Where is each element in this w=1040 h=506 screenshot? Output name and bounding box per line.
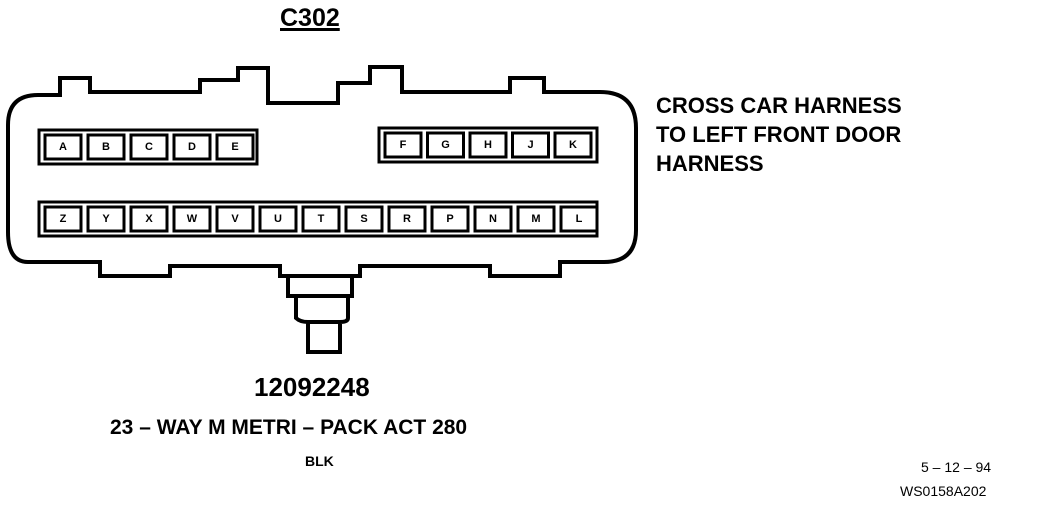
connector-latch [286, 276, 354, 354]
pin-label: A [59, 141, 67, 153]
pin-label: L [576, 213, 583, 225]
pin-cavity [426, 131, 465, 159]
pin-cavity [344, 205, 384, 233]
pin-w: W [172, 205, 212, 233]
pin-label: P [446, 213, 453, 225]
pin-r: R [387, 205, 427, 233]
pin-cavity [215, 133, 255, 161]
part-number-label: 12092248 [254, 372, 370, 402]
pin-label: Z [60, 213, 67, 225]
pin-j: J [511, 131, 550, 159]
date-code-label: 5 – 12 – 94 [921, 459, 992, 475]
pin-cavity [86, 133, 126, 161]
pin-label: F [400, 139, 407, 151]
pin-label: S [360, 213, 367, 225]
pin-label: B [102, 141, 110, 153]
pin-cavity [301, 205, 341, 233]
pin-cavity [473, 205, 513, 233]
pin-cavity [258, 205, 298, 233]
pin-label: X [145, 213, 153, 225]
pin-group-top-right [377, 126, 599, 164]
pin-n: N [473, 205, 513, 233]
pin-cavity [172, 205, 212, 233]
pin-v: V [215, 205, 255, 233]
pin-e: E [215, 133, 255, 161]
description-line-1: CROSS CAR HARNESS [656, 93, 902, 118]
pin-cavity [559, 205, 599, 233]
pin-label: D [188, 141, 196, 153]
pin-cavity [129, 205, 169, 233]
pin-x: X [129, 205, 169, 233]
pin-layer: A B C D E F G H J K Z Y X W V U T S R P N M L [37, 126, 599, 238]
connector-housing [6, 65, 638, 278]
pin-b: B [86, 133, 126, 161]
pin-p: P [430, 205, 470, 233]
pin-cavity [43, 133, 83, 161]
pin-cavity [387, 205, 427, 233]
pin-l: L [559, 205, 599, 233]
pin-label: G [441, 139, 450, 151]
pin-group-top-left [37, 128, 259, 166]
pin-c: C [129, 133, 169, 161]
pin-y: Y [86, 205, 126, 233]
pin-s: S [344, 205, 384, 233]
pin-d: D [172, 133, 212, 161]
figure-id-label: WS0158A202 [900, 483, 987, 499]
pin-label: W [187, 213, 198, 225]
pin-label: V [231, 213, 239, 225]
pin-cavity [516, 205, 556, 233]
pin-h: H [468, 131, 508, 159]
pin-label: U [274, 213, 282, 225]
pin-label: Y [102, 213, 110, 225]
pin-cavity [511, 131, 550, 159]
pin-u: U [258, 205, 298, 233]
pin-label: H [484, 139, 492, 151]
pin-cavity [172, 133, 212, 161]
pin-cavity [430, 205, 470, 233]
pin-label: R [403, 213, 411, 225]
pin-cavity [468, 131, 508, 159]
pin-cavity [383, 131, 423, 159]
connector-color-label: BLK [305, 453, 334, 469]
pin-label: M [531, 213, 540, 225]
pin-z: Z [43, 205, 83, 233]
pin-m: M [516, 205, 556, 233]
pin-label: T [318, 213, 325, 225]
pin-g: G [426, 131, 465, 159]
pin-a: A [43, 133, 83, 161]
connector-type-label: 23 – WAY M METRI – PACK ACT 280 [110, 416, 468, 439]
connector-id-label: C302 [280, 4, 340, 32]
pin-f: F [383, 131, 423, 159]
pin-cavity [43, 205, 83, 233]
pin-cavity [129, 133, 169, 161]
pin-t: T [301, 205, 341, 233]
pin-label: E [231, 141, 238, 153]
pin-cavity [553, 131, 593, 159]
pin-cavity [86, 205, 126, 233]
pin-label: C [145, 141, 153, 153]
pin-label: K [569, 139, 577, 151]
pin-label: N [489, 213, 497, 225]
description-line-3: HARNESS [656, 151, 764, 176]
pin-k: K [553, 131, 593, 159]
description-line-2: TO LEFT FRONT DOOR [656, 122, 902, 147]
pin-label: J [527, 139, 533, 151]
pin-cavity [215, 205, 255, 233]
